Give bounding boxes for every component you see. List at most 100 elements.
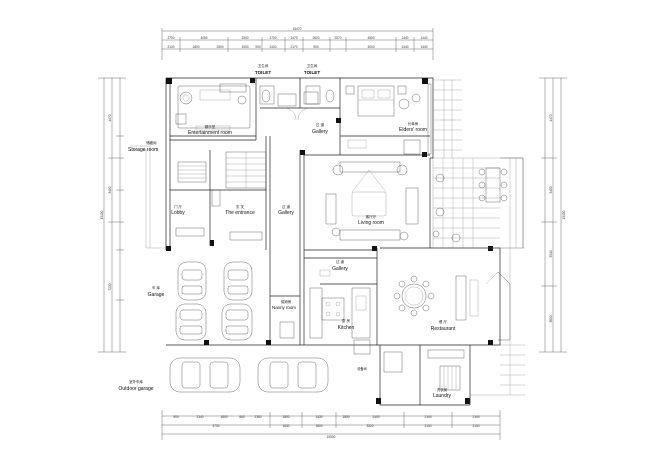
nanny-cn-label: 保姆房 bbox=[281, 299, 292, 304]
garage-cn-label: 车 库 bbox=[152, 285, 161, 290]
top-dimension: 2700 bbox=[167, 36, 174, 40]
bottom-sub-dimension: 1430 bbox=[315, 415, 322, 419]
left-dimension: 3450 bbox=[108, 186, 112, 193]
bottom-dimension: 1800 bbox=[315, 424, 322, 428]
right-dimension: 4470 bbox=[549, 114, 553, 121]
bottom-sub-dimension: 900 bbox=[173, 415, 179, 419]
left-dimension: 4470 bbox=[108, 114, 112, 121]
gallery-top-cn-label: 过 道 bbox=[316, 122, 325, 127]
lobby-en-label: Lobby bbox=[171, 210, 185, 216]
top-sub-dimension: 2500 bbox=[216, 45, 223, 49]
bottom-sub-dimension: 1800 bbox=[342, 415, 349, 419]
bottom-dimension: 1630 bbox=[282, 424, 289, 428]
bottom-sub-dimension: 2100 bbox=[472, 415, 479, 419]
outdoor-garage-en-label: Outdoor garage bbox=[118, 386, 153, 392]
bottom-sub-dimension: 1800 bbox=[220, 415, 227, 419]
top-sub-dimension: 2170 bbox=[290, 45, 297, 49]
lobby-cn-label: 门 厅 bbox=[174, 204, 183, 209]
top-dimension: 2570 bbox=[334, 36, 341, 40]
top-dimension: 1440 bbox=[401, 36, 408, 40]
top-sub-dimension: 1440 bbox=[420, 45, 427, 49]
living-en-label: Living room bbox=[358, 220, 384, 226]
toilet-label-2: 卫生间 TOILET bbox=[304, 63, 320, 75]
top-dimension: 1440 bbox=[420, 36, 427, 40]
top-sub-dimension: 1800 bbox=[192, 45, 199, 49]
gallery-mid-cn-label: 过 道 bbox=[282, 204, 291, 209]
bottom-sub-dimension: 2340 bbox=[196, 415, 203, 419]
left-total-dimension: 15150 bbox=[100, 210, 104, 219]
living-cn-label: 客厅厅 bbox=[366, 214, 377, 219]
bottom-sub-dimension: 2360 bbox=[254, 415, 261, 419]
elders-room-furniture bbox=[345, 83, 432, 155]
top-dimension-lines: 15470 2700 4050 2500 2700 1470 2600 2570… bbox=[161, 27, 434, 60]
exterior-walls bbox=[165, 77, 501, 406]
right-dimension: 3690 bbox=[549, 315, 553, 322]
exterior-steps bbox=[130, 145, 166, 249]
right-dimension: 3540 bbox=[549, 250, 553, 257]
toilet-1-cn-label: 卫生间 bbox=[258, 63, 269, 68]
entertainment-furniture bbox=[175, 83, 251, 131]
kitchen-cn-label: 厨 房 bbox=[342, 318, 351, 323]
living-room-furniture bbox=[319, 161, 419, 277]
bottom-sub-dimension: 840 bbox=[239, 415, 245, 419]
top-dimension: 4050 bbox=[200, 36, 207, 40]
right-total-dimension: 15150 bbox=[562, 210, 566, 219]
gallery-top-en-label: Gallery bbox=[312, 129, 328, 135]
gallery-bottom-en-label: Gallery bbox=[332, 266, 348, 272]
top-dimension: 1470 bbox=[290, 36, 297, 40]
top-dimension: 2600 bbox=[312, 36, 319, 40]
top-total-dimension: 15470 bbox=[293, 27, 302, 31]
top-sub-dimension: 2100 bbox=[167, 45, 174, 49]
top-sub-dimension: 900 bbox=[313, 45, 319, 49]
outdoor-garage-cn-label: 室外车库 bbox=[129, 379, 143, 384]
outdoor-garage-cars bbox=[169, 357, 329, 393]
bottom-sub-dimension: 1800 bbox=[282, 415, 289, 419]
restaurant-en-label: Restaurant bbox=[431, 326, 456, 332]
right-dimension: 3450 bbox=[549, 186, 553, 193]
equipment-cn-label: 设备间 bbox=[357, 366, 367, 371]
gallery-bottom-cn-label: 过 道 bbox=[336, 259, 345, 264]
top-dimension: 2500 bbox=[241, 36, 248, 40]
elders-en-label: Elders' room bbox=[399, 127, 427, 133]
kitchen-fixtures bbox=[279, 287, 371, 339]
top-sub-dimension: 1440 bbox=[401, 45, 408, 49]
toilet-2-en-label: TOILET bbox=[304, 70, 320, 75]
terrace-paving bbox=[432, 79, 525, 396]
garage-cars bbox=[175, 261, 253, 341]
storage-en-label: Storage room bbox=[128, 147, 158, 153]
top-sub-dimension: 1500 bbox=[241, 45, 248, 49]
nanny-en-label: Nanny room bbox=[272, 305, 296, 310]
interior-walls bbox=[170, 78, 431, 405]
entertainment-en-label: Entertainment room bbox=[188, 130, 232, 136]
elders-cn-label: 长辈房 bbox=[408, 121, 419, 126]
top-dimension: 2700 bbox=[269, 36, 276, 40]
toilet-fixtures bbox=[259, 85, 335, 121]
bottom-sub-dimension: 2400 bbox=[372, 415, 379, 419]
bottom-sub-dimension: 2100 bbox=[424, 415, 431, 419]
garage-en-label: Garage bbox=[148, 292, 165, 298]
entrance-en-label: The entrance bbox=[225, 210, 255, 216]
bottom-total-dimension: 15500 bbox=[327, 435, 336, 439]
entrance-cn-label: 玄 关 bbox=[236, 204, 245, 209]
toilet-label-1: 卫生间 TOILET bbox=[255, 63, 271, 75]
restaurant-cn-label: 餐 厅 bbox=[439, 319, 448, 324]
toilet-1-en-label: TOILET bbox=[255, 70, 271, 75]
top-dimension: 4500 bbox=[367, 36, 374, 40]
laundry-fixtures bbox=[353, 339, 465, 391]
left-dimension-lines: 15150 4470 3450 7230 bbox=[98, 77, 126, 353]
bottom-dimension: 2100 bbox=[472, 424, 479, 428]
staircase bbox=[175, 151, 267, 241]
entertainment-cn-label: 娱乐室 bbox=[205, 124, 216, 129]
gallery-mid-en-label: Gallery bbox=[278, 210, 294, 216]
storage-cn-label: 储藏间 bbox=[146, 140, 157, 145]
kitchen-en-label: Kitchen bbox=[338, 325, 355, 331]
bottom-dimension-lines: 900 2340 1800 840 2360 1800 1430 1800 24… bbox=[161, 410, 501, 440]
right-dimension-lines: 4470 3450 3540 3690 15150 bbox=[539, 77, 567, 353]
top-sub-dimension: 900 bbox=[255, 45, 261, 49]
top-sub-dimension: 2400 bbox=[269, 45, 276, 49]
laundry-cn-label: 洗衣房 bbox=[437, 387, 448, 392]
toilet-2-cn-label: 卫生间 bbox=[307, 63, 318, 68]
top-sub-dimension: 3000 bbox=[367, 45, 374, 49]
bottom-dimension: 3520 bbox=[366, 424, 373, 428]
